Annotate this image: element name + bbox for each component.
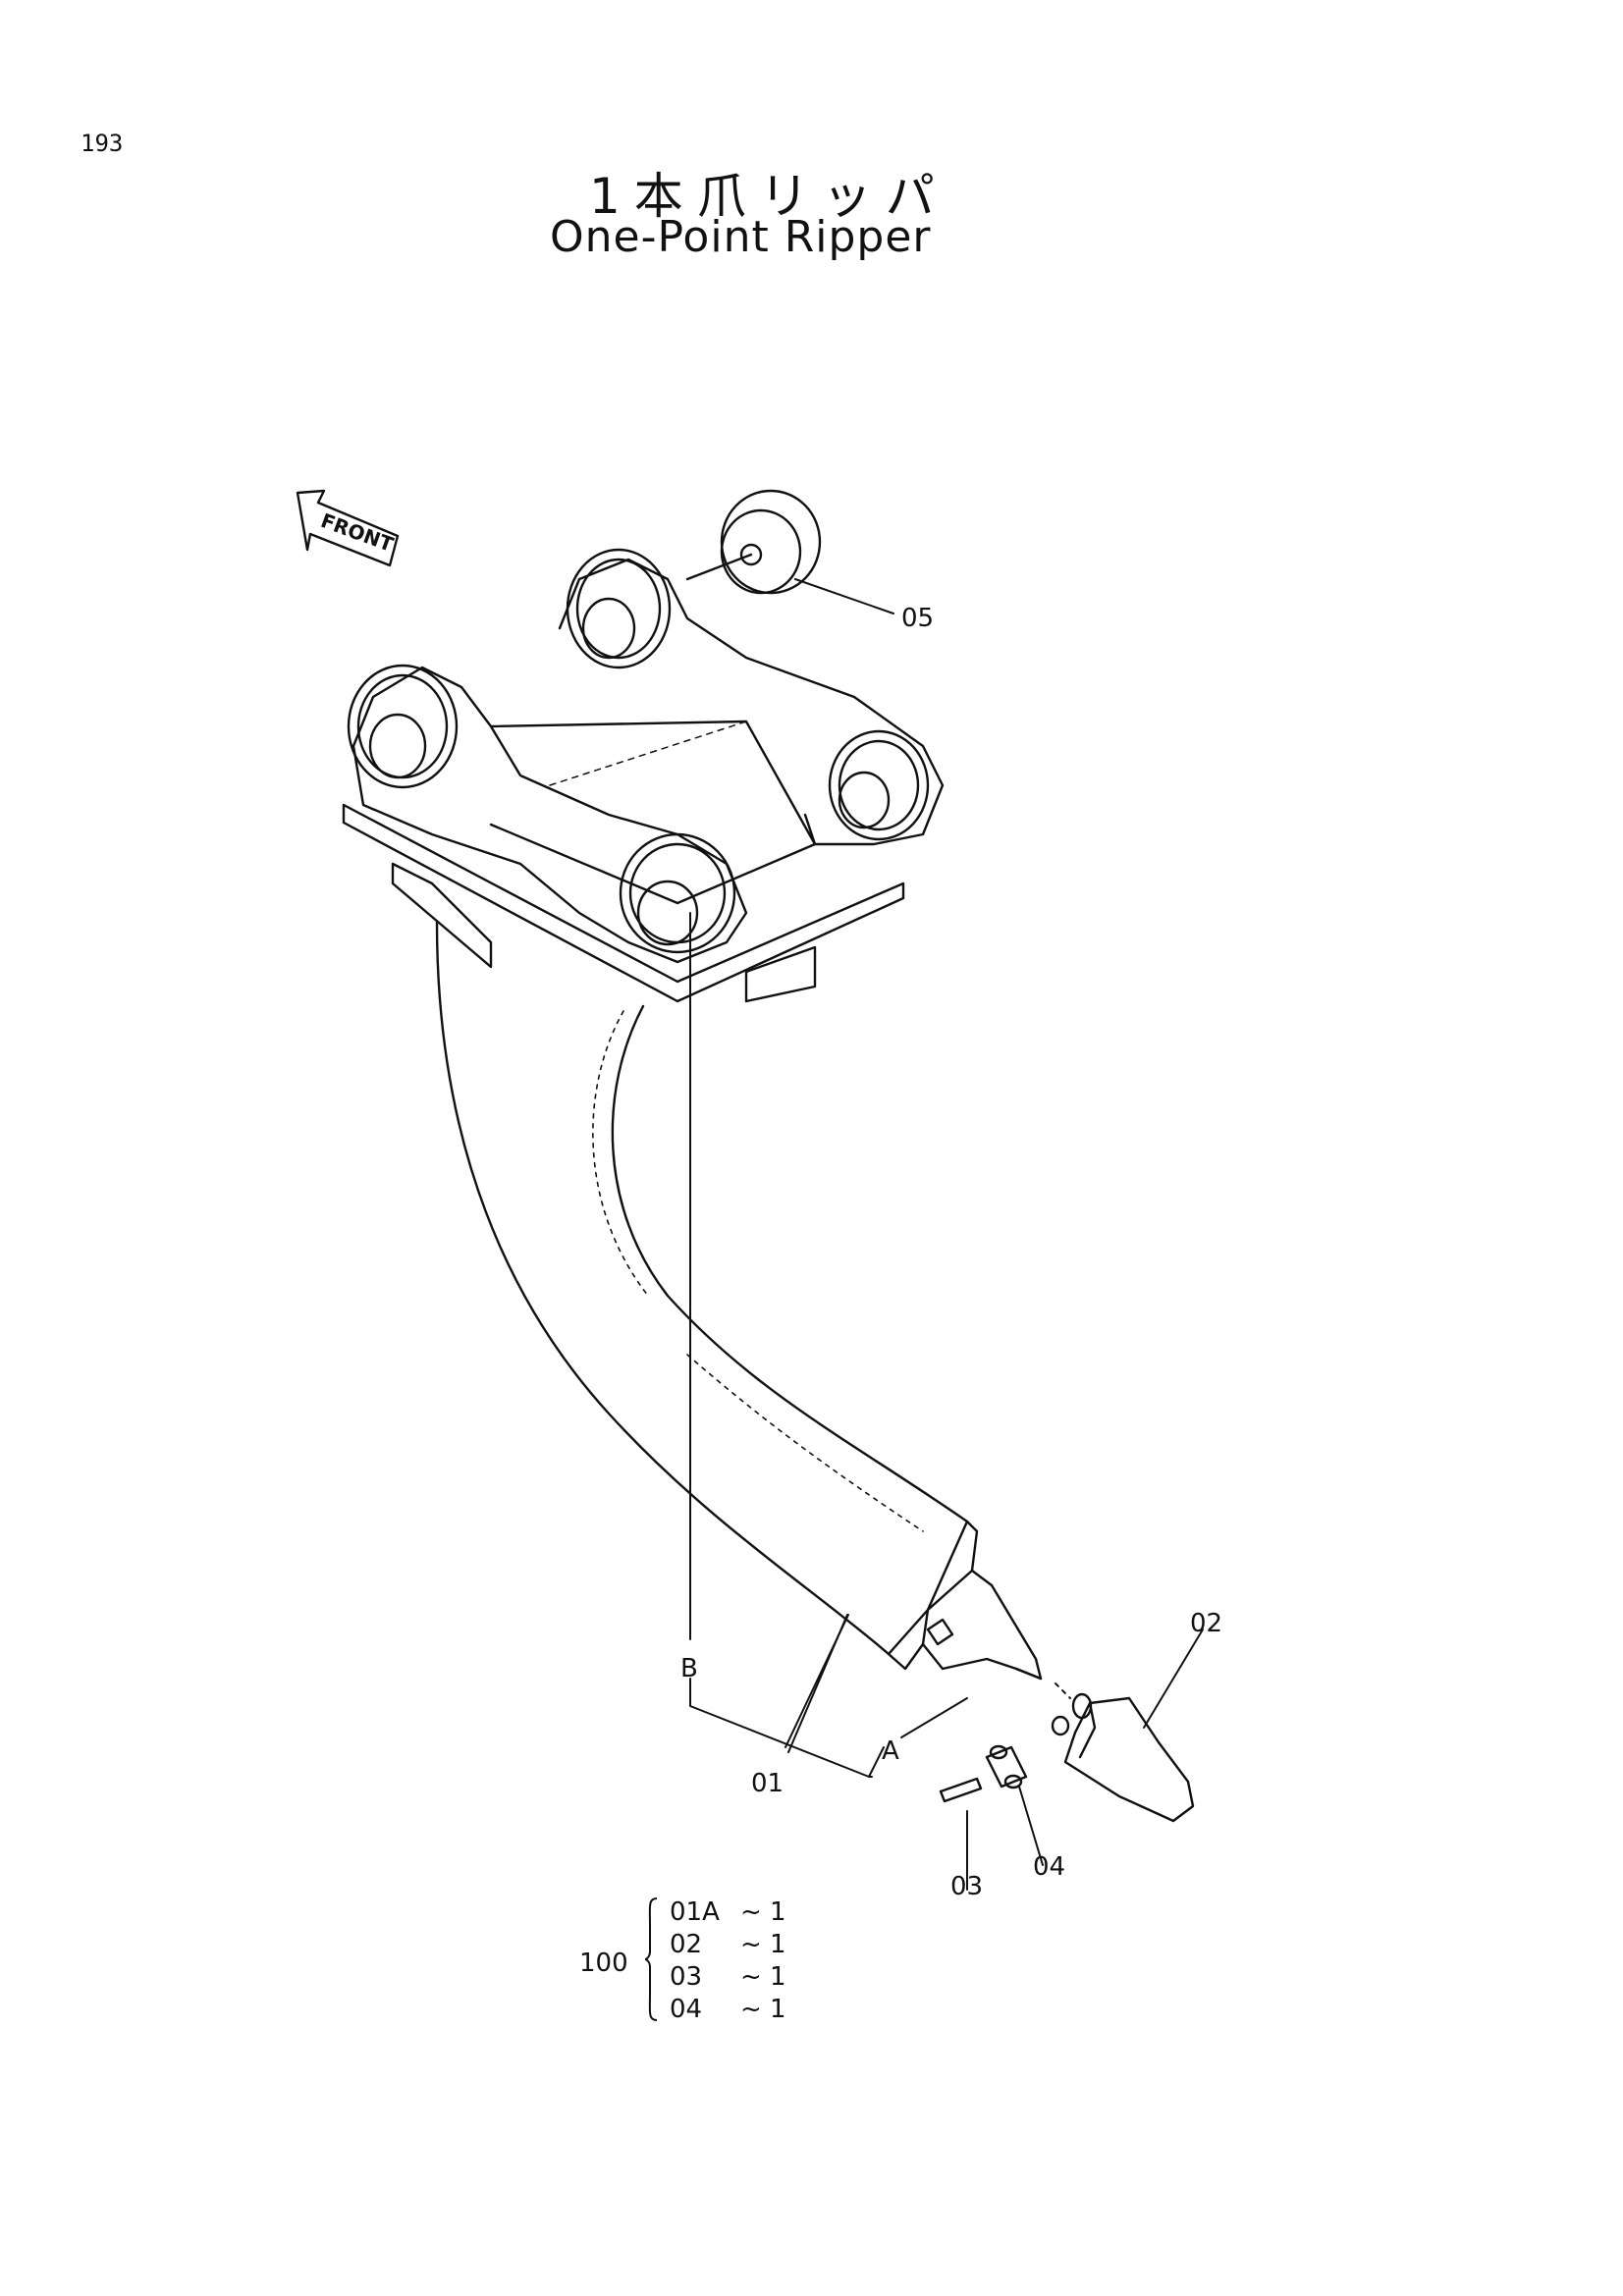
callout-01: 01 [751, 1769, 784, 1798]
kit-row: 04 ~ 1 [670, 1994, 786, 2026]
callout-03: 03 [950, 1872, 983, 1901]
title-english: One-Point Ripper [550, 212, 932, 262]
kit-row: 02 ~ 1 [670, 1929, 786, 1961]
callout-05: 05 [901, 604, 934, 633]
kit-row: 01A ~ 1 [670, 1896, 786, 1929]
kit-qty: ~ 1 [740, 1995, 786, 2024]
front-label: FRONT [318, 508, 397, 557]
mounting-bracket [342, 548, 945, 1003]
pin-part-03 [939, 1777, 983, 1803]
tooth-part-02 [1051, 1692, 1195, 1823]
leader-lines [689, 578, 1204, 1891]
kit-set-number: 100 [579, 1949, 628, 1978]
kit-part: 02 [670, 1930, 703, 1959]
callout-04: 04 [1033, 1852, 1065, 1882]
ripper-shank [435, 921, 1043, 1681]
brace-icon [644, 1897, 658, 2021]
kit-qty: ~ 1 [740, 1897, 786, 1927]
kit-qty: ~ 1 [740, 1962, 786, 1992]
kit-part: 01A [670, 1897, 720, 1927]
callout-a: A [882, 1736, 899, 1766]
kit-part: 03 [670, 1962, 703, 1992]
callout-02: 02 [1190, 1609, 1222, 1638]
bushing-part-04 [985, 1744, 1028, 1789]
front-arrow-icon: FRONT [296, 489, 400, 567]
kit-qty: ~ 1 [740, 1930, 786, 1959]
callout-b: B [680, 1654, 698, 1683]
title-japanese: 1本爪リッパ [589, 168, 948, 225]
kit-list: 01A ~ 1 02 ~ 1 03 ~ 1 04 ~ 1 [670, 1896, 786, 2026]
kit-row: 03 ~ 1 [670, 1961, 786, 1994]
washer-part-05 [685, 489, 822, 595]
page-number: 193 [81, 130, 124, 157]
kit-part: 04 [670, 1995, 703, 2024]
